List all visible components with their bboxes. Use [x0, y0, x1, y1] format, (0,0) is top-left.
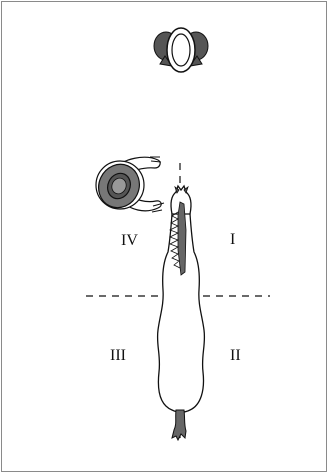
quadrant-label-ii: II [230, 347, 241, 364]
quadrant-label-i: I [230, 231, 235, 248]
rider-head-icon [154, 28, 208, 72]
quadrant-label-iii: III [110, 347, 126, 364]
horse-topview-icon [158, 186, 205, 440]
handler-figure-icon [92, 157, 164, 214]
quadrant-label-iv: IV [121, 232, 138, 249]
